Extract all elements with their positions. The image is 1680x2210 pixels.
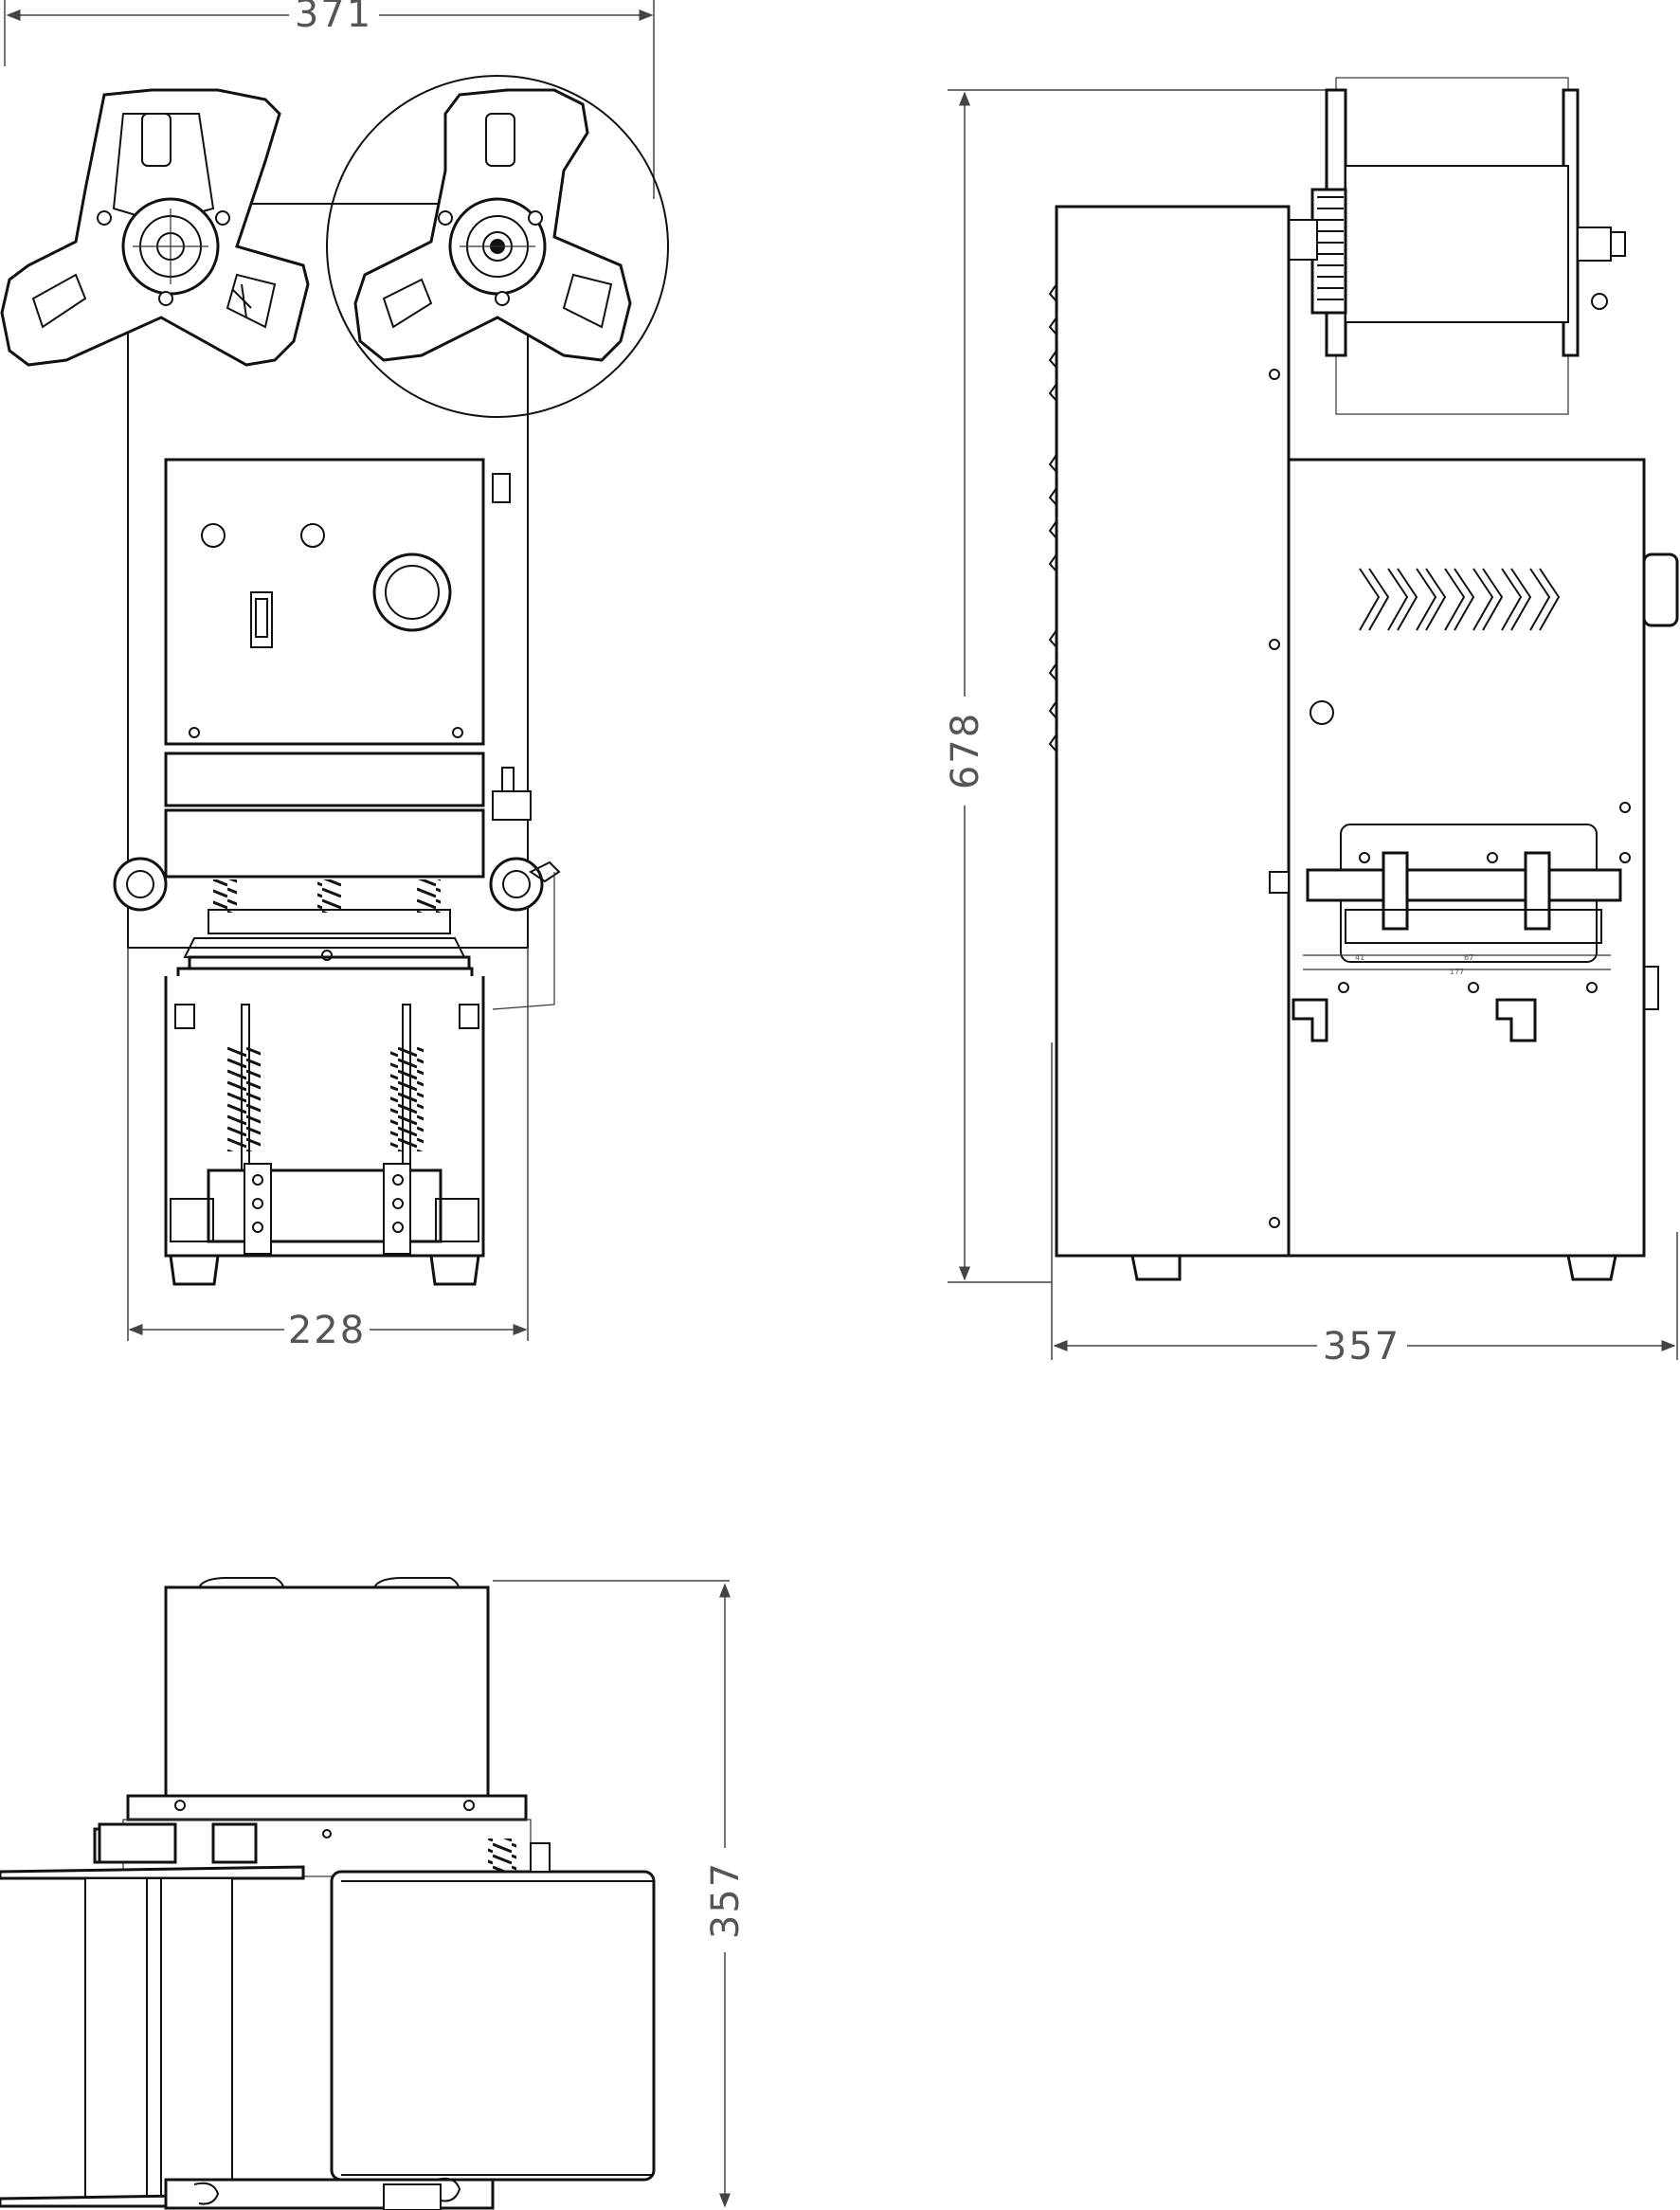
indicator-light-right bbox=[300, 523, 325, 548]
dimension-371: 371 bbox=[4, 0, 655, 199]
left-handle-knob bbox=[113, 857, 168, 912]
dimension-357-top: 357 bbox=[493, 1580, 748, 2208]
left-reel-hub bbox=[0, 88, 310, 367]
top-view bbox=[0, 1577, 656, 2210]
dimension-label-678: 678 bbox=[944, 712, 987, 789]
dimension-678: 678 bbox=[944, 89, 1331, 1283]
roll-dim-67: 67 bbox=[1464, 953, 1473, 962]
top-right-roll bbox=[330, 1839, 656, 2182]
roll-dim-177: 177 bbox=[1450, 968, 1464, 976]
chevron-vents bbox=[1359, 568, 1561, 631]
front-control-panel bbox=[164, 458, 485, 746]
side-column bbox=[1055, 205, 1291, 1258]
dimension-357-side: 357 bbox=[1051, 1042, 1678, 1368]
indicator-light-left bbox=[201, 523, 226, 548]
temperature-knob bbox=[372, 552, 452, 632]
dimension-label-371: 371 bbox=[295, 0, 372, 36]
right-handle-knob bbox=[489, 857, 544, 912]
side-knob bbox=[1642, 552, 1679, 627]
right-reel-hub bbox=[326, 75, 669, 418]
roll-dim-41: 41 bbox=[1355, 953, 1364, 962]
top-housing bbox=[164, 1585, 490, 1802]
side-view: 678 bbox=[944, 77, 1679, 1368]
dimension-label-357-side: 357 bbox=[1323, 1325, 1400, 1368]
dimension-label-228: 228 bbox=[288, 1309, 366, 1352]
vent-teeth bbox=[1048, 283, 1057, 752]
power-switch bbox=[250, 591, 273, 648]
dimension-label-357-top: 357 bbox=[704, 1861, 748, 1939]
top-left-reel bbox=[0, 1822, 305, 2208]
dimension-228: 228 bbox=[127, 948, 529, 1352]
front-view: 371 bbox=[0, 0, 669, 1352]
